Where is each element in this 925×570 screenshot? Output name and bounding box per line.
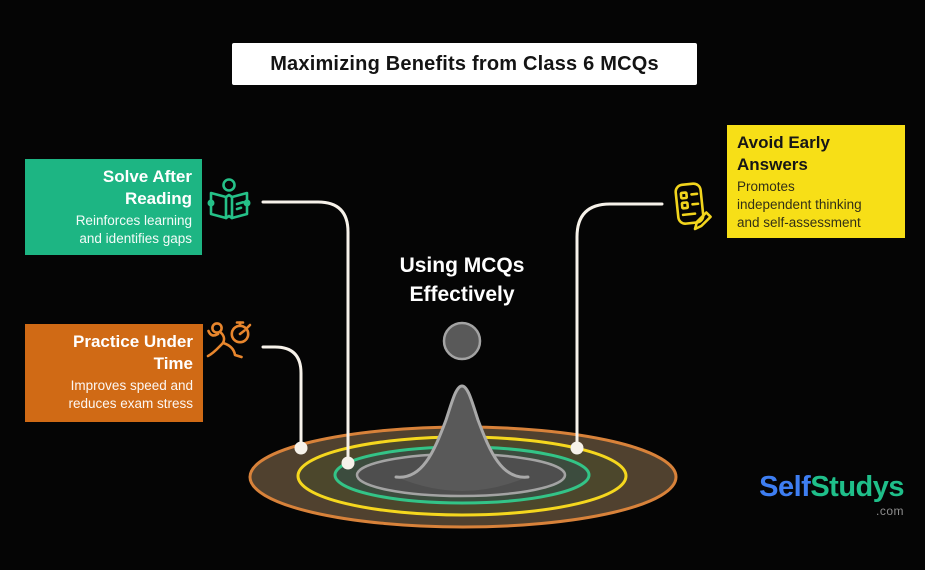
card-desc: Reinforces learning and identifies gaps xyxy=(75,213,192,246)
card-desc: Promotes independent thinking and self-a… xyxy=(737,179,862,230)
card-title: Avoid Early Answers xyxy=(737,133,830,174)
center-label-line1: Using MCQs xyxy=(399,254,525,277)
connector-practice-under-time xyxy=(261,345,303,444)
connector-avoid-early-answers xyxy=(575,202,664,444)
card-desc: Improves speed and reduces exam stress xyxy=(68,378,193,411)
connector-solve-after-reading xyxy=(261,200,350,459)
connector-dot-practice-under-time xyxy=(294,441,308,455)
card-title: Solve After Reading xyxy=(102,167,192,208)
connector-dot-avoid-early-answers xyxy=(570,441,584,455)
splash-peak xyxy=(399,386,525,491)
page-title: Maximizing Benefits from Class 6 MCQs xyxy=(232,43,697,85)
benefit-card-practice-under-time: Practice Under Time Improves speed and r… xyxy=(25,324,203,422)
brand-logo-part1: Self xyxy=(759,471,811,503)
benefit-card-solve-after-reading: Solve After Reading Reinforces learning … xyxy=(25,159,202,255)
connector-dot-solve-after-reading xyxy=(341,456,355,470)
brand-logo-text: SelfStudys xyxy=(746,473,904,502)
water-drop xyxy=(442,321,482,361)
card-title: Practice Under Time xyxy=(73,332,193,373)
splash-peak-outline xyxy=(394,384,530,479)
benefit-card-avoid-early-answers: Avoid Early Answers Promotes independent… xyxy=(727,125,905,238)
page-title-text: Maximizing Benefits from Class 6 MCQs xyxy=(270,52,659,75)
checklist-pencil-icon xyxy=(664,180,718,234)
center-label: Using MCQs Effectively xyxy=(332,251,592,309)
brand-logo-part2: Studys xyxy=(810,471,904,503)
person-reading-book-icon xyxy=(204,177,254,229)
center-label-line2: Effectively xyxy=(409,283,515,306)
brand-logo: SelfStudys .com xyxy=(746,473,904,519)
runner-stopwatch-icon xyxy=(203,318,255,372)
brand-logo-domain-suffix: .com xyxy=(875,504,904,518)
